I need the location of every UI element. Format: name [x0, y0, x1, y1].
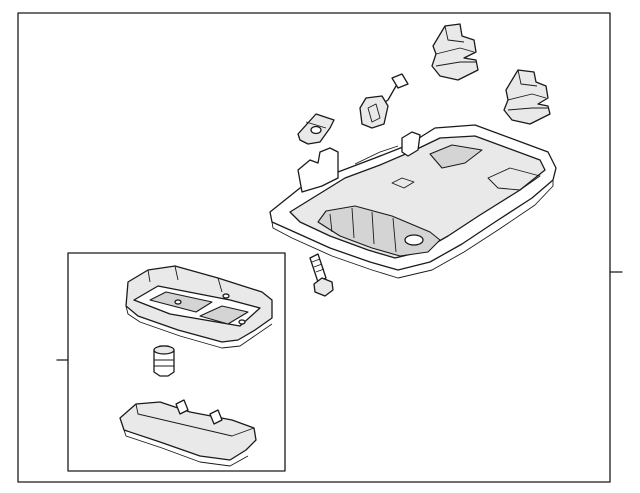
bulb — [153, 345, 175, 377]
outer-frame — [17, 12, 611, 483]
wire-connector — [359, 73, 409, 129]
inset-frame — [67, 252, 286, 472]
overhead-console-housing — [269, 124, 557, 279]
clip-upper — [431, 23, 479, 81]
clip-lower — [503, 69, 551, 125]
mounting-bracket — [297, 113, 335, 145]
screw — [309, 253, 334, 297]
lamp-housing — [125, 265, 273, 349]
lamp-lens — [119, 399, 257, 467]
